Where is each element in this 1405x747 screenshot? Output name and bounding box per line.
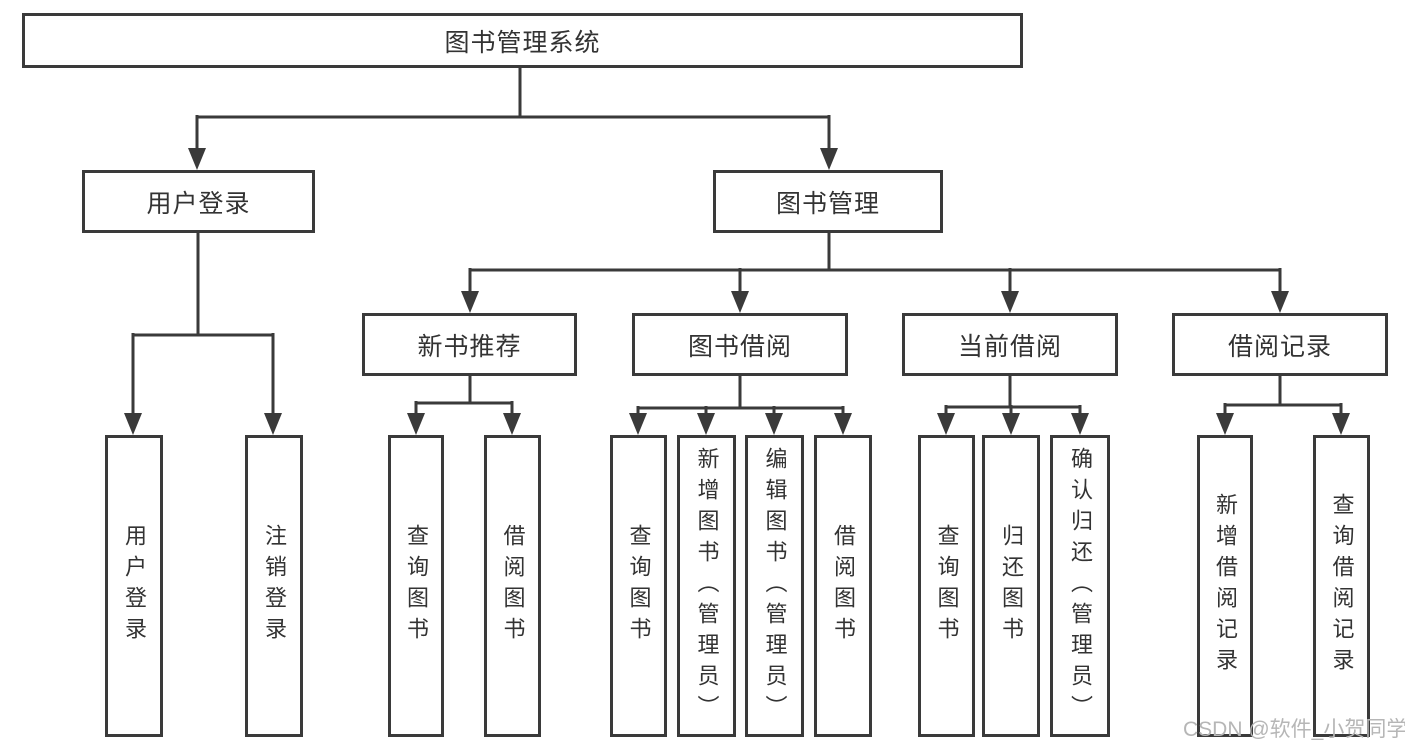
node-label: 借阅图书	[500, 524, 526, 648]
leaf-add-books-admin: 新增图书（管理员）	[677, 435, 736, 737]
node-label: 编辑图书（管理员）	[762, 446, 788, 726]
node-label: 注销登录	[262, 524, 287, 648]
node-label: 借阅记录	[1227, 332, 1332, 361]
watermark: CSDN @软件_小贺同学	[1183, 718, 1405, 741]
leaf-borrowing-query-books: 查询图书	[610, 435, 667, 737]
node-book-management: 图书管理	[713, 170, 943, 233]
leaf-recommend-query-books: 查询图书	[388, 435, 444, 737]
node-label: 新增图书（管理员）	[694, 446, 720, 726]
node-label: 用户登录	[122, 524, 147, 648]
node-user-login: 用户登录	[82, 170, 315, 233]
node-label: 图书借阅	[687, 332, 792, 361]
node-label: 新书推荐	[417, 332, 522, 361]
node-label: 查询图书	[934, 524, 960, 648]
leaf-current-query-books: 查询图书	[918, 435, 975, 737]
node-current-borrowing: 当前借阅	[902, 313, 1118, 376]
leaf-user-login: 用户登录	[105, 435, 163, 737]
node-label: 图书管理	[775, 189, 880, 218]
leaf-query-borrow-record: 查询借阅记录	[1313, 435, 1370, 737]
node-label: 查询图书	[404, 524, 429, 648]
node-label: 用户登录	[146, 189, 251, 218]
node-library-management-system: 图书管理系统	[22, 13, 1023, 68]
leaf-add-borrow-record: 新增借阅记录	[1197, 435, 1253, 737]
node-label: 图书管理系统	[444, 28, 601, 57]
node-label: 确认归还（管理员）	[1068, 446, 1093, 726]
node-label: 查询图书	[626, 524, 652, 648]
node-book-borrowing: 图书借阅	[632, 313, 848, 376]
node-label: 查询借阅记录	[1329, 493, 1355, 679]
node-label: 新增借阅记录	[1213, 493, 1238, 679]
leaf-edit-books-admin: 编辑图书（管理员）	[745, 435, 804, 737]
node-label: 归还图书	[999, 524, 1024, 648]
node-borrowing-records: 借阅记录	[1172, 313, 1388, 376]
node-new-book-recommend: 新书推荐	[362, 313, 577, 376]
leaf-confirm-return-admin: 确认归还（管理员）	[1050, 435, 1110, 737]
leaf-logout: 注销登录	[245, 435, 303, 737]
node-label: 当前借阅	[957, 332, 1062, 361]
leaf-recommend-borrow-books: 借阅图书	[484, 435, 541, 737]
leaf-borrowing-borrow-books: 借阅图书	[814, 435, 872, 737]
leaf-return-books: 归还图书	[982, 435, 1040, 737]
node-label: 借阅图书	[831, 524, 856, 648]
